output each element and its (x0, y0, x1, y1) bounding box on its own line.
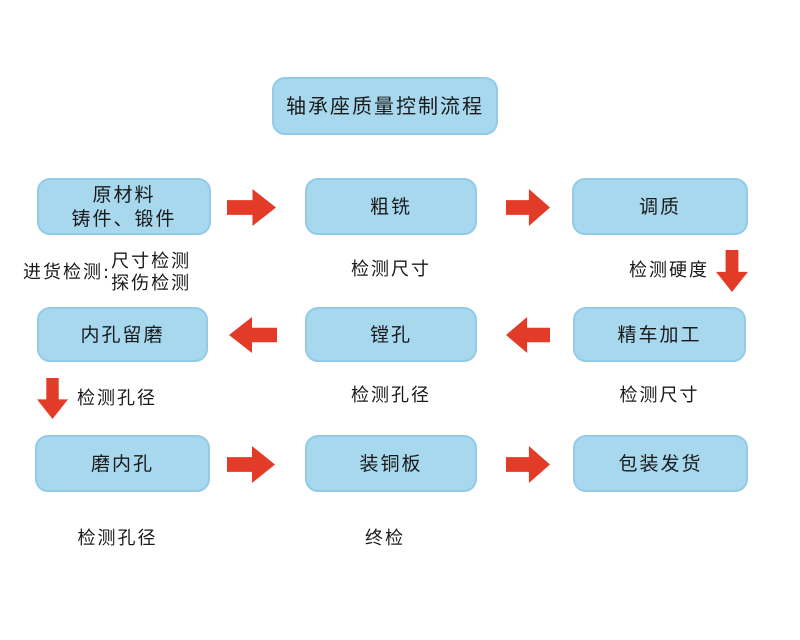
caption-after-fine-turning: 检测尺寸 (573, 384, 746, 408)
node-rough-milling-label: 粗铣 (369, 195, 412, 218)
node-tempering-label: 调质 (638, 195, 681, 218)
node-fit-copper-plate-label: 装铜板 (359, 452, 423, 475)
incoming-inspection-line1: 尺寸检测 (111, 251, 192, 272)
arrow-right-icon (506, 446, 550, 483)
node-grind-inner-hole: 磨内孔 (35, 435, 210, 492)
caption-after-rough-milling: 检测尺寸 (305, 258, 477, 282)
arrow-down-icon (37, 378, 68, 419)
caption-after-fit-copper-plate-text: 终检 (365, 528, 405, 549)
flow-title: 轴承座质量控制流程 (286, 94, 484, 118)
arrow-left-icon (506, 317, 550, 353)
node-raw-material-line1: 原材料 (92, 183, 156, 206)
node-raw-material: 原材料 铸件、锻件 (37, 178, 211, 235)
node-boring-label: 镗孔 (369, 323, 412, 346)
node-fit-copper-plate: 装铜板 (305, 435, 477, 492)
node-boring: 镗孔 (305, 307, 477, 362)
node-bore-grind-allowance: 内孔留磨 (37, 307, 208, 362)
caption-after-boring: 检测孔径 (305, 384, 477, 408)
incoming-inspection-line2: 探伤检测 (111, 273, 192, 294)
incoming-inspection-items: 尺寸检测 探伤检测 (111, 251, 191, 295)
node-rough-milling: 粗铣 (305, 178, 477, 235)
caption-incoming-inspection: 进货检测: 尺寸检测 探伤检测 (23, 251, 191, 295)
caption-after-bore-grind-allowance-text: 检测孔径 (77, 387, 157, 409)
caption-after-fine-turning-text: 检测尺寸 (619, 385, 700, 406)
node-fine-turning: 精车加工 (573, 307, 746, 362)
caption-after-rough-milling-text: 检测尺寸 (351, 259, 431, 280)
node-pack-ship-label: 包装发货 (618, 452, 703, 475)
caption-after-tempering-text: 检测硬度 (629, 260, 709, 281)
caption-after-bore-grind-allowance: 检测孔径 (37, 378, 211, 419)
node-bore-grind-allowance-label: 内孔留磨 (80, 323, 165, 346)
arrow-down-icon (716, 250, 748, 292)
arrow-right-icon (506, 189, 550, 226)
caption-after-tempering: 检测硬度 (573, 250, 748, 292)
caption-after-fit-copper-plate: 终检 (305, 527, 465, 551)
node-raw-material-line2: 铸件、锻件 (71, 207, 177, 230)
arrow-right-icon (227, 189, 276, 226)
caption-after-boring-text: 检测孔径 (351, 385, 431, 406)
caption-after-grind-inner-hole: 检测孔径 (35, 527, 200, 551)
node-fine-turning-label: 精车加工 (617, 323, 702, 346)
incoming-inspection-label: 进货检测: (23, 262, 112, 283)
arrow-right-icon (227, 446, 275, 483)
flow-title-box: 轴承座质量控制流程 (272, 77, 498, 135)
node-pack-ship: 包装发货 (573, 435, 748, 492)
node-tempering: 调质 (572, 178, 748, 235)
caption-after-grind-inner-hole-text: 检测孔径 (77, 528, 158, 549)
arrow-left-icon (229, 317, 277, 353)
node-grind-inner-hole-label: 磨内孔 (90, 452, 154, 475)
